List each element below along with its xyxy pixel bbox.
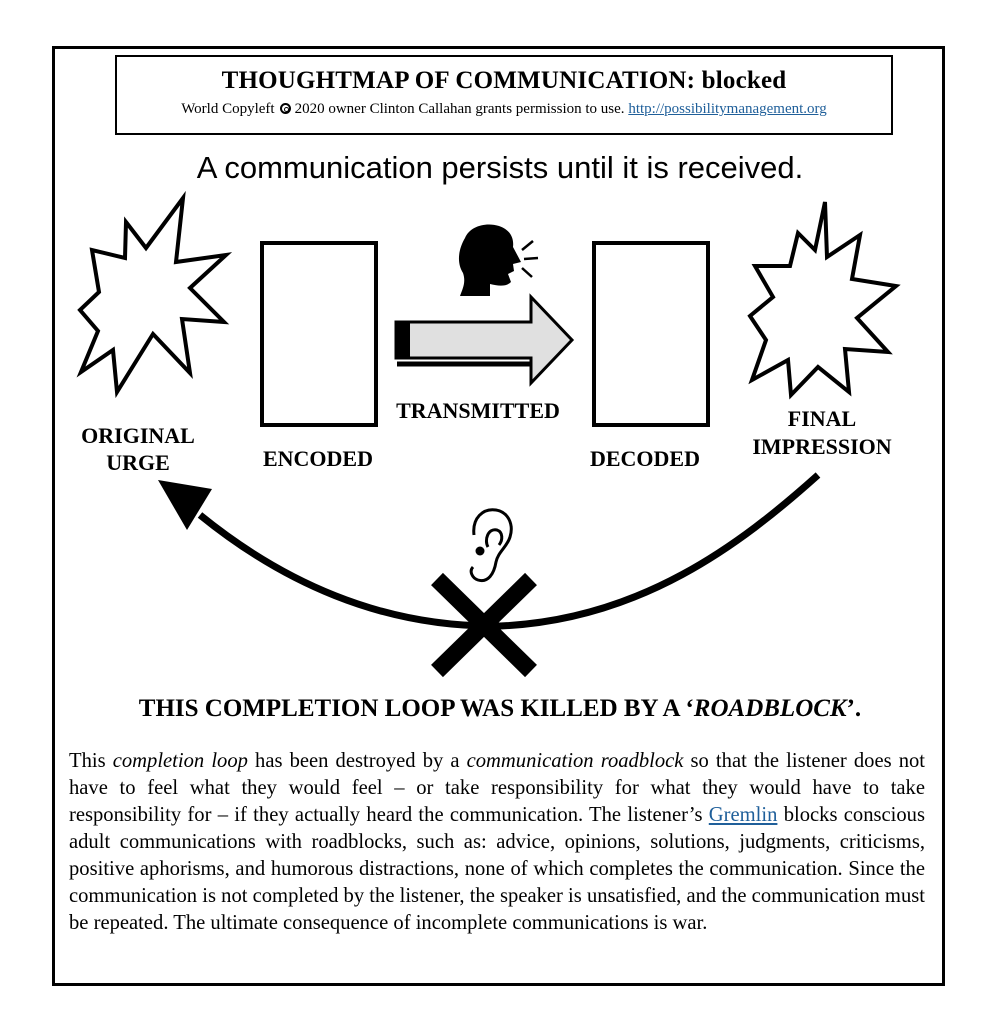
header-box: THOUGHTMAP OF COMMUNICATION: blocked Wor… <box>115 55 893 135</box>
website-link[interactable]: http://possibilitymanagement.org <box>628 101 827 117</box>
page-title: THOUGHTMAP OF COMMUNICATION: blocked <box>221 67 787 94</box>
body-paragraph: This completion loop has been destroyed … <box>69 748 925 937</box>
body-text-segment: This <box>69 750 113 772</box>
label-original-urge-2: URGE <box>106 450 170 475</box>
curved-arrow-icon <box>158 472 821 630</box>
ear-icon <box>469 508 513 583</box>
copyleft-line: World Copyleft 2020 owner Clinton Callaha… <box>117 101 891 118</box>
headline-prefix: THIS COMPLETION LOOP WAS KILLED BY A ‘ <box>138 695 694 722</box>
headline-emphasis: ROADBLOCK <box>693 695 847 722</box>
label-final-impression-2: IMPRESSION <box>752 434 891 459</box>
body-text-segment: so that the listener does not have to fe… <box>69 750 926 826</box>
outer-frame <box>52 46 945 986</box>
starburst-icon <box>747 201 901 400</box>
body-italic-segment: communication roadblock <box>466 750 684 772</box>
starburst-icon <box>76 190 233 399</box>
label-original-urge-1: ORIGINAL <box>81 423 195 448</box>
body-italic-segment: completion loop <box>112 750 248 772</box>
label-encoded: ENCODED <box>263 446 373 471</box>
gremlin-link[interactable]: Gremlin <box>708 804 778 826</box>
tagline: A communication persists until it is rec… <box>196 150 804 185</box>
copyleft-text: 2020 owner Clinton Callahan grants permi… <box>294 101 625 117</box>
copyleft-prefix: World Copyleft <box>181 101 275 117</box>
arrow-right-icon <box>394 293 575 387</box>
copyleft-icon <box>279 103 291 114</box>
label-transmitted: TRANSMITTED <box>396 398 560 423</box>
x-cross-icon <box>431 572 537 678</box>
speaking-head-icon <box>458 224 539 296</box>
headline-suffix: ’. <box>846 695 862 722</box>
label-decoded: DECODED <box>590 446 700 471</box>
encoded-box <box>260 241 378 427</box>
headline: THIS COMPLETION LOOP WAS KILLED BY A ‘RO… <box>0 695 1000 723</box>
body-text-segment: has been destroyed by a <box>247 750 467 772</box>
decoded-box <box>592 241 710 427</box>
body-text-segment: blocks conscious adult communications wi… <box>69 804 925 934</box>
label-final-impression-1: FINAL <box>788 406 856 431</box>
